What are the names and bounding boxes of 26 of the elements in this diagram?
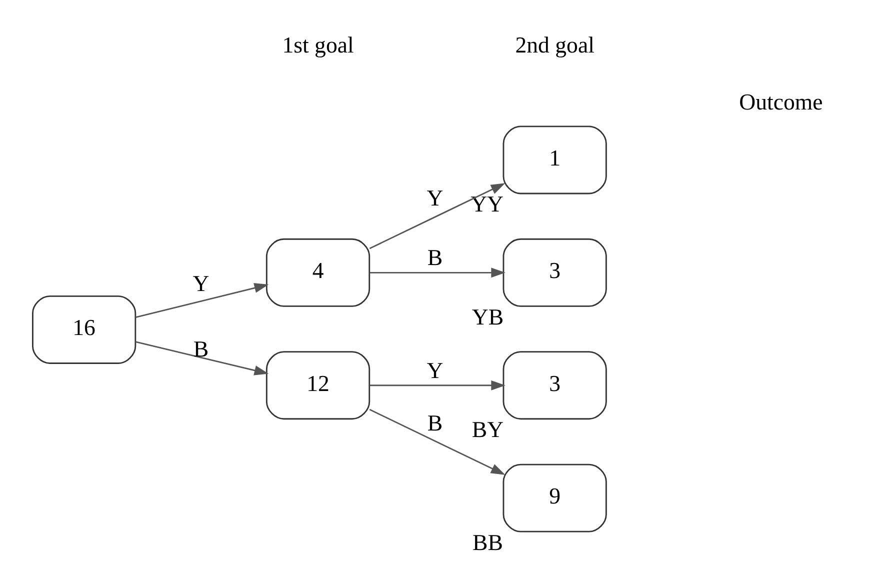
label: 2nd goal	[515, 32, 594, 58]
label: 1st goal	[282, 32, 354, 58]
node-label: BB	[472, 530, 503, 555]
node-box: 9	[502, 464, 607, 532]
edge-label: B	[427, 245, 443, 270]
node-label: BY	[472, 417, 504, 442]
arrow	[135, 341, 269, 376]
node-box: 12	[266, 351, 370, 420]
node-box: 4	[266, 238, 370, 307]
node-label: YB	[472, 304, 504, 330]
edge-label: Y	[192, 270, 210, 296]
arrow	[370, 268, 506, 278]
arrow	[370, 380, 506, 390]
edge-label: Y	[426, 185, 444, 210]
node-box: 1	[502, 126, 607, 194]
edge-label: Y	[426, 358, 444, 383]
label: Outcome	[739, 90, 823, 115]
edge-label: B	[427, 410, 443, 436]
arrow	[135, 283, 269, 318]
node-box: 3	[502, 238, 607, 307]
arrow	[369, 408, 506, 475]
node-box: 3	[502, 351, 607, 420]
arrow	[369, 183, 506, 250]
node-label: YY	[470, 192, 504, 217]
node-box: 16	[32, 295, 136, 364]
edge-label: B	[193, 336, 209, 362]
